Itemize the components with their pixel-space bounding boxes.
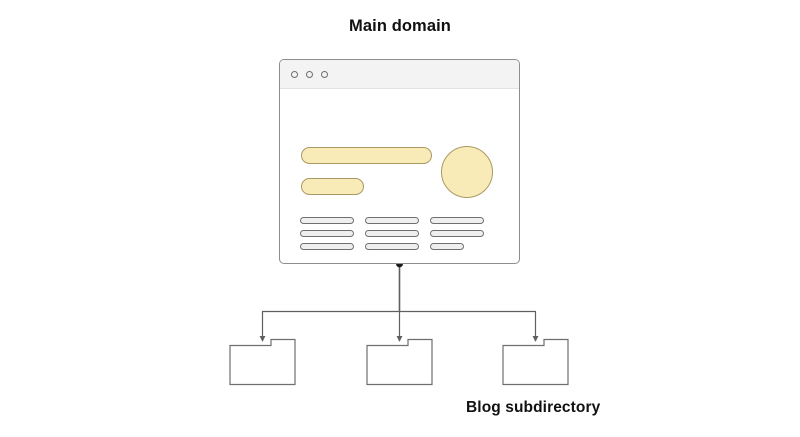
main-domain-label: Main domain <box>349 17 451 35</box>
window-dot-close-icon <box>291 70 298 78</box>
text-column-1 <box>300 217 354 250</box>
text-column-3 <box>430 217 484 250</box>
subdirectory-folder-3 <box>502 338 569 386</box>
text-line <box>300 230 354 237</box>
window-dot-minimize-icon <box>306 70 313 78</box>
text-line <box>300 217 354 224</box>
subdirectory-folder-2 <box>366 338 433 386</box>
browser-content-area <box>280 89 519 264</box>
text-line <box>430 230 484 237</box>
text-line <box>365 243 419 250</box>
heading-placeholder <box>301 147 432 164</box>
text-line <box>300 243 354 250</box>
image-placeholder-circle <box>441 146 493 198</box>
blog-subdirectory-label: Blog subdirectory <box>466 399 601 416</box>
browser-titlebar <box>280 60 519 89</box>
window-dot-maximize-icon <box>321 70 328 78</box>
text-line <box>365 230 419 237</box>
text-line <box>365 217 419 224</box>
subheading-placeholder <box>301 178 364 195</box>
text-line <box>430 243 464 250</box>
text-column-2 <box>365 217 419 250</box>
text-line <box>430 217 484 224</box>
main-domain-website-mockup <box>279 59 520 264</box>
subdirectory-folder-1 <box>229 338 296 386</box>
